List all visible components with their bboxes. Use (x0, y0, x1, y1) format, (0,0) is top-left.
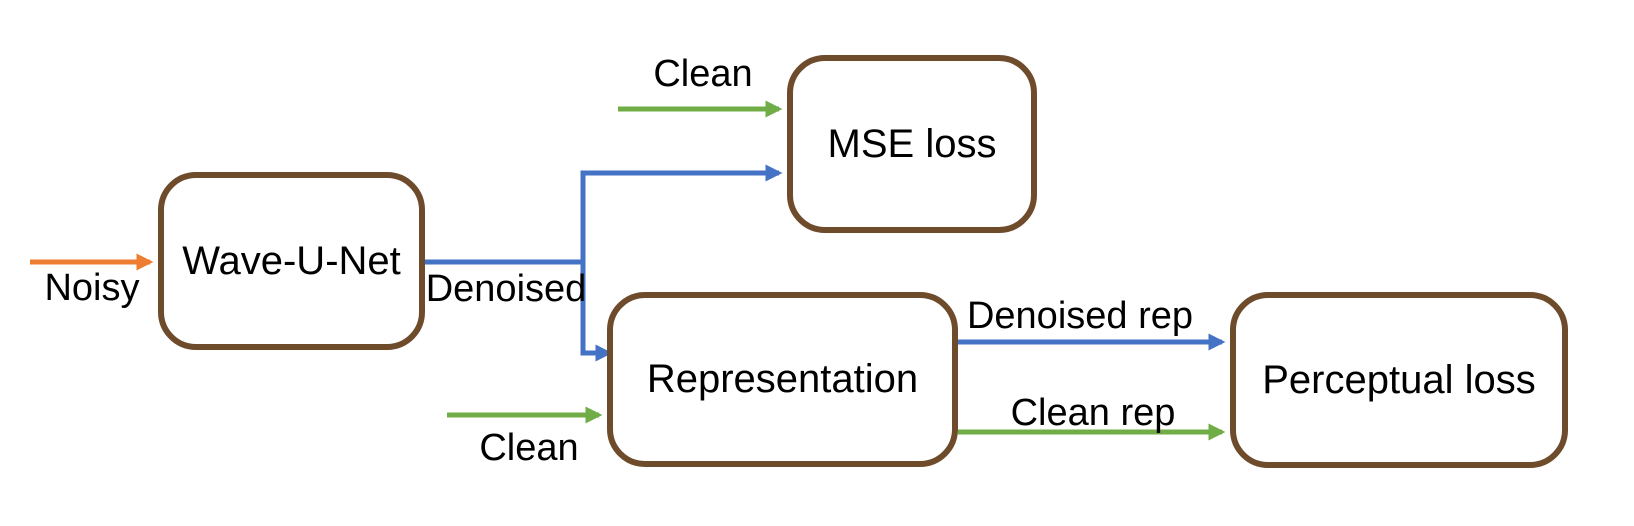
node-representation: Representation (607, 292, 958, 467)
node-perceptual-loss: Perceptual loss (1230, 292, 1568, 468)
clean-rep-edge-label: Clean rep (1010, 392, 1176, 434)
node-representation-label: Representation (646, 357, 919, 401)
node-mse-loss-label: MSE loss (827, 121, 997, 166)
clean-to-mse-edge-label: Clean (653, 53, 753, 95)
clean-to-representation-edge-label: Clean (479, 427, 579, 469)
denoised-to-mse-arrow (425, 164, 783, 265)
denoised-rep-edge-label: Denoised rep (966, 295, 1194, 337)
node-wave-u-net: Wave-U-Net (158, 172, 425, 350)
node-wave-u-net-label: Wave-U-Net (182, 238, 401, 283)
denoised-to-representation-arrow (580, 262, 613, 362)
node-mse-loss: MSE loss (787, 55, 1037, 233)
node-perceptual-loss-label: Perceptual loss (1262, 357, 1536, 402)
denoised-edge-label: Denoised (425, 268, 587, 310)
noisy-edge-label: Noisy (44, 267, 140, 309)
